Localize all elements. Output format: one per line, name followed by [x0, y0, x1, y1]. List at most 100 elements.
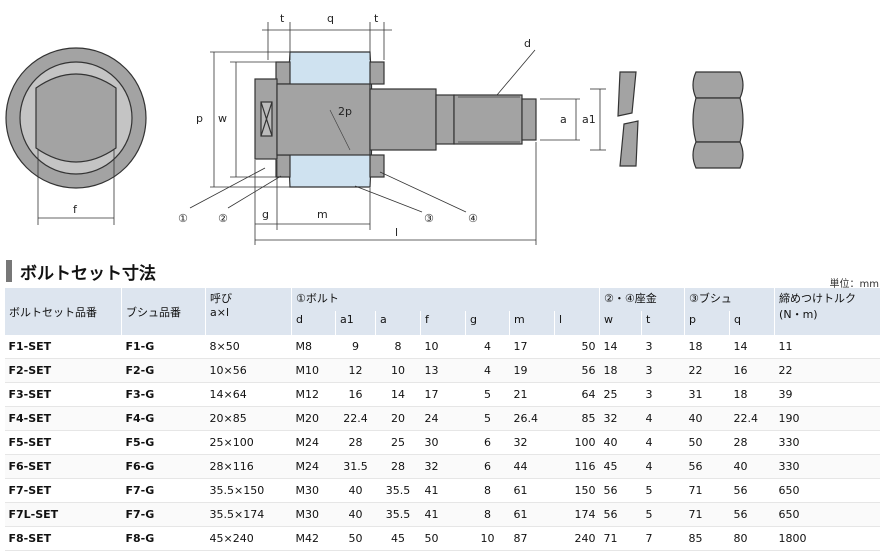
cell-t: 3 — [641, 335, 685, 359]
technical-drawing: f — [0, 0, 883, 255]
cell-d: M24 — [291, 430, 336, 455]
cell-l: 64 — [554, 382, 600, 407]
cell-bush: F6-G — [121, 454, 206, 479]
cell-q: 14 — [729, 335, 775, 359]
cell-f: 32 — [420, 454, 466, 479]
split-washer — [617, 71, 639, 167]
cell-a1: 40 — [335, 502, 376, 527]
dim-l: l — [395, 226, 398, 239]
cell-w: 56 — [599, 478, 642, 503]
cell-p: 31 — [684, 382, 730, 407]
th-q: q — [729, 311, 775, 335]
cell-m: 21 — [509, 382, 555, 407]
cell-a: 20 — [375, 406, 421, 431]
th-d: d — [291, 311, 336, 335]
cell-p: 50 — [684, 430, 730, 455]
cell-f: 30 — [420, 430, 466, 455]
cell-a: 14 — [375, 382, 421, 407]
cell-p: 85 — [684, 526, 730, 551]
cell-q: 16 — [729, 358, 775, 383]
cell-t: 4 — [641, 454, 685, 479]
unit-label: 単位：mm — [829, 279, 879, 290]
th-w: w — [599, 311, 642, 335]
cell-w: 40 — [599, 430, 642, 455]
bolt-end-view — [5, 47, 147, 189]
cell-l: 85 — [554, 406, 600, 431]
cell-g: 4 — [465, 335, 510, 359]
dim-f: f — [73, 203, 78, 216]
cell-g: 6 — [465, 454, 510, 479]
cell-p: 71 — [684, 478, 730, 503]
cell-q: 28 — [729, 430, 775, 455]
cell-f: 41 — [420, 478, 466, 503]
cell-bush: F4-G — [121, 406, 206, 431]
cell-t: 5 — [641, 502, 685, 527]
cell-l: 240 — [554, 526, 600, 551]
dim-w: w — [218, 112, 227, 125]
cell-q: 40 — [729, 454, 775, 479]
th-m: m — [509, 311, 555, 335]
cell-nominal: 14×64 — [205, 382, 292, 407]
cell-q: 22.4 — [729, 406, 775, 431]
cell-nominal: 8×50 — [205, 335, 292, 359]
cell-bush: F3-G — [121, 382, 206, 407]
cell-set: F8-SET — [4, 526, 122, 551]
dim-p: p — [196, 112, 203, 125]
cell-set: F4-SET — [4, 406, 122, 431]
th-a1: a1 — [335, 311, 376, 335]
cell-a1: 9 — [335, 335, 376, 359]
cell-g: 5 — [465, 382, 510, 407]
cell-f: 13 — [420, 358, 466, 383]
cell-a1: 22.4 — [335, 406, 376, 431]
cell-a: 45 — [375, 526, 421, 551]
cell-bush: F1-G — [121, 335, 206, 359]
cell-p: 71 — [684, 502, 730, 527]
th-a: a — [375, 311, 421, 335]
cell-q: 80 — [729, 526, 775, 551]
th-p: p — [684, 311, 730, 335]
cell-t: 3 — [641, 382, 685, 407]
cell-m: 19 — [509, 358, 555, 383]
th-bush: ブシュ品番 — [121, 288, 206, 335]
cell-f: 17 — [420, 382, 466, 407]
th-t: t — [641, 311, 685, 335]
cell-p: 18 — [684, 335, 730, 359]
cell-torque: 1800 — [774, 526, 880, 551]
cell-t: 5 — [641, 478, 685, 503]
cell-g: 8 — [465, 478, 510, 503]
dim-m: m — [317, 208, 328, 221]
dim-2p: 2p — [338, 105, 352, 118]
cell-a1: 40 — [335, 478, 376, 503]
th-torque-main: 締めつけトルク — [779, 292, 857, 305]
cell-a1: 50 — [335, 526, 376, 551]
cell-g: 6 — [465, 430, 510, 455]
th-nominal-sub: a×l — [210, 306, 230, 319]
cell-a1: 12 — [335, 358, 376, 383]
cell-set: F2-SET — [4, 358, 122, 383]
cell-f: 41 — [420, 502, 466, 527]
cell-d: M12 — [291, 382, 336, 407]
cell-set: F7L-SET — [4, 502, 122, 527]
cell-d: M8 — [291, 335, 336, 359]
cell-a: 28 — [375, 454, 421, 479]
th-torque-sub: (N・m) — [779, 308, 818, 321]
cell-set: F3-SET — [4, 382, 122, 407]
cell-q: 18 — [729, 382, 775, 407]
cell-q: 56 — [729, 502, 775, 527]
cell-l: 174 — [554, 502, 600, 527]
cell-bush: F7-G — [121, 502, 206, 527]
cell-p: 56 — [684, 454, 730, 479]
cell-g: 8 — [465, 502, 510, 527]
cell-w: 14 — [599, 335, 642, 359]
callout-4: ④ — [468, 212, 478, 225]
cell-w: 71 — [599, 526, 642, 551]
cell-w: 56 — [599, 502, 642, 527]
dim-d: d — [524, 37, 531, 50]
cell-d: M20 — [291, 406, 336, 431]
th-torque: 締めつけトルク (N・m) — [774, 288, 880, 335]
